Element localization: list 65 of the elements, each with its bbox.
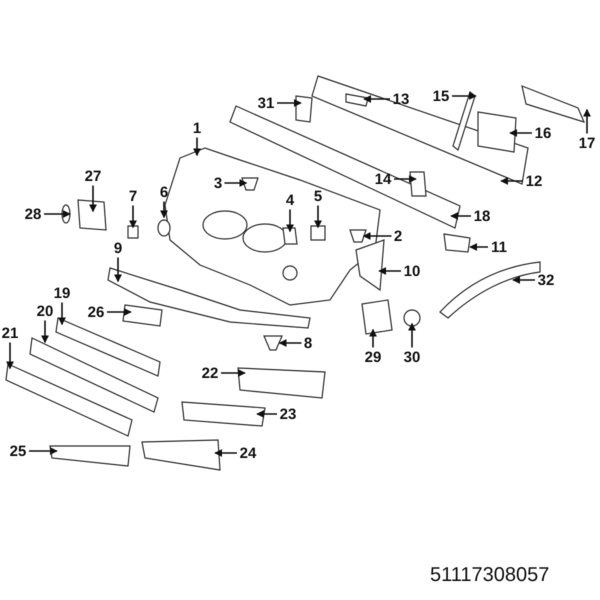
leader-line <box>469 243 488 251</box>
leader-line <box>193 138 201 156</box>
leader-line <box>363 95 390 103</box>
leader-line <box>114 258 122 282</box>
callout-number: 18 <box>472 208 492 224</box>
leader-line <box>29 447 58 455</box>
leader-line <box>160 202 168 218</box>
leader-line <box>452 92 477 100</box>
leader-line <box>408 322 416 348</box>
callout-number: 10 <box>402 262 422 280</box>
leader-line <box>450 212 471 220</box>
leader-line <box>107 308 132 316</box>
leader-line <box>286 210 294 232</box>
callout-number: 2 <box>392 228 404 244</box>
callout-number: 17 <box>577 134 597 152</box>
callout-number: 26 <box>86 304 106 320</box>
callout-number: 20 <box>35 302 55 320</box>
leader-line <box>221 369 246 377</box>
callout-number: 12 <box>524 172 544 190</box>
callout-number: 3 <box>212 174 224 192</box>
leader-line <box>89 186 97 212</box>
leader-line <box>378 267 401 275</box>
callout-number: 5 <box>312 188 324 204</box>
callout-number: 21 <box>0 324 20 342</box>
leader-line <box>500 177 523 185</box>
leader-line <box>58 302 66 326</box>
callout-number: 24 <box>238 444 258 462</box>
leader-line <box>6 342 14 370</box>
callout-number: 28 <box>23 206 43 222</box>
leader-line <box>41 320 49 344</box>
leader-line <box>583 108 591 134</box>
leader-line <box>214 449 237 457</box>
leader-line <box>394 175 417 183</box>
callout-number: 15 <box>431 88 451 104</box>
leader-line <box>509 129 532 137</box>
callout-number: 4 <box>284 192 296 208</box>
callout-number: 14 <box>373 170 393 188</box>
leader-line <box>512 276 535 284</box>
callout-number: 25 <box>8 442 28 460</box>
callout-number: 22 <box>200 364 220 382</box>
leader-line <box>314 206 322 228</box>
callout-number: 13 <box>391 90 411 108</box>
callout-number: 27 <box>83 168 103 184</box>
callout-number: 11 <box>489 238 509 256</box>
callout-number: 8 <box>302 334 314 352</box>
callout-number: 32 <box>536 272 556 288</box>
leader-line <box>369 328 377 348</box>
callout-number: 6 <box>158 184 170 200</box>
callout-number: 7 <box>128 188 138 204</box>
leader-line <box>224 179 248 187</box>
callout-number: 9 <box>112 240 124 256</box>
callout-number: 29 <box>363 348 383 366</box>
callout-number: 23 <box>278 406 298 422</box>
callout-number: 16 <box>533 124 553 142</box>
callout-number: 30 <box>402 348 422 366</box>
leader-line <box>129 206 137 228</box>
leader-line <box>362 232 392 240</box>
callout-number: 31 <box>256 94 276 112</box>
leader-line <box>278 339 302 347</box>
part-number: 51117308057 <box>430 563 550 588</box>
callout-number: 1 <box>192 120 202 136</box>
callout-number: 19 <box>52 284 72 302</box>
leader-line <box>277 99 302 107</box>
leader-line <box>44 210 71 218</box>
leader-line <box>256 410 277 418</box>
